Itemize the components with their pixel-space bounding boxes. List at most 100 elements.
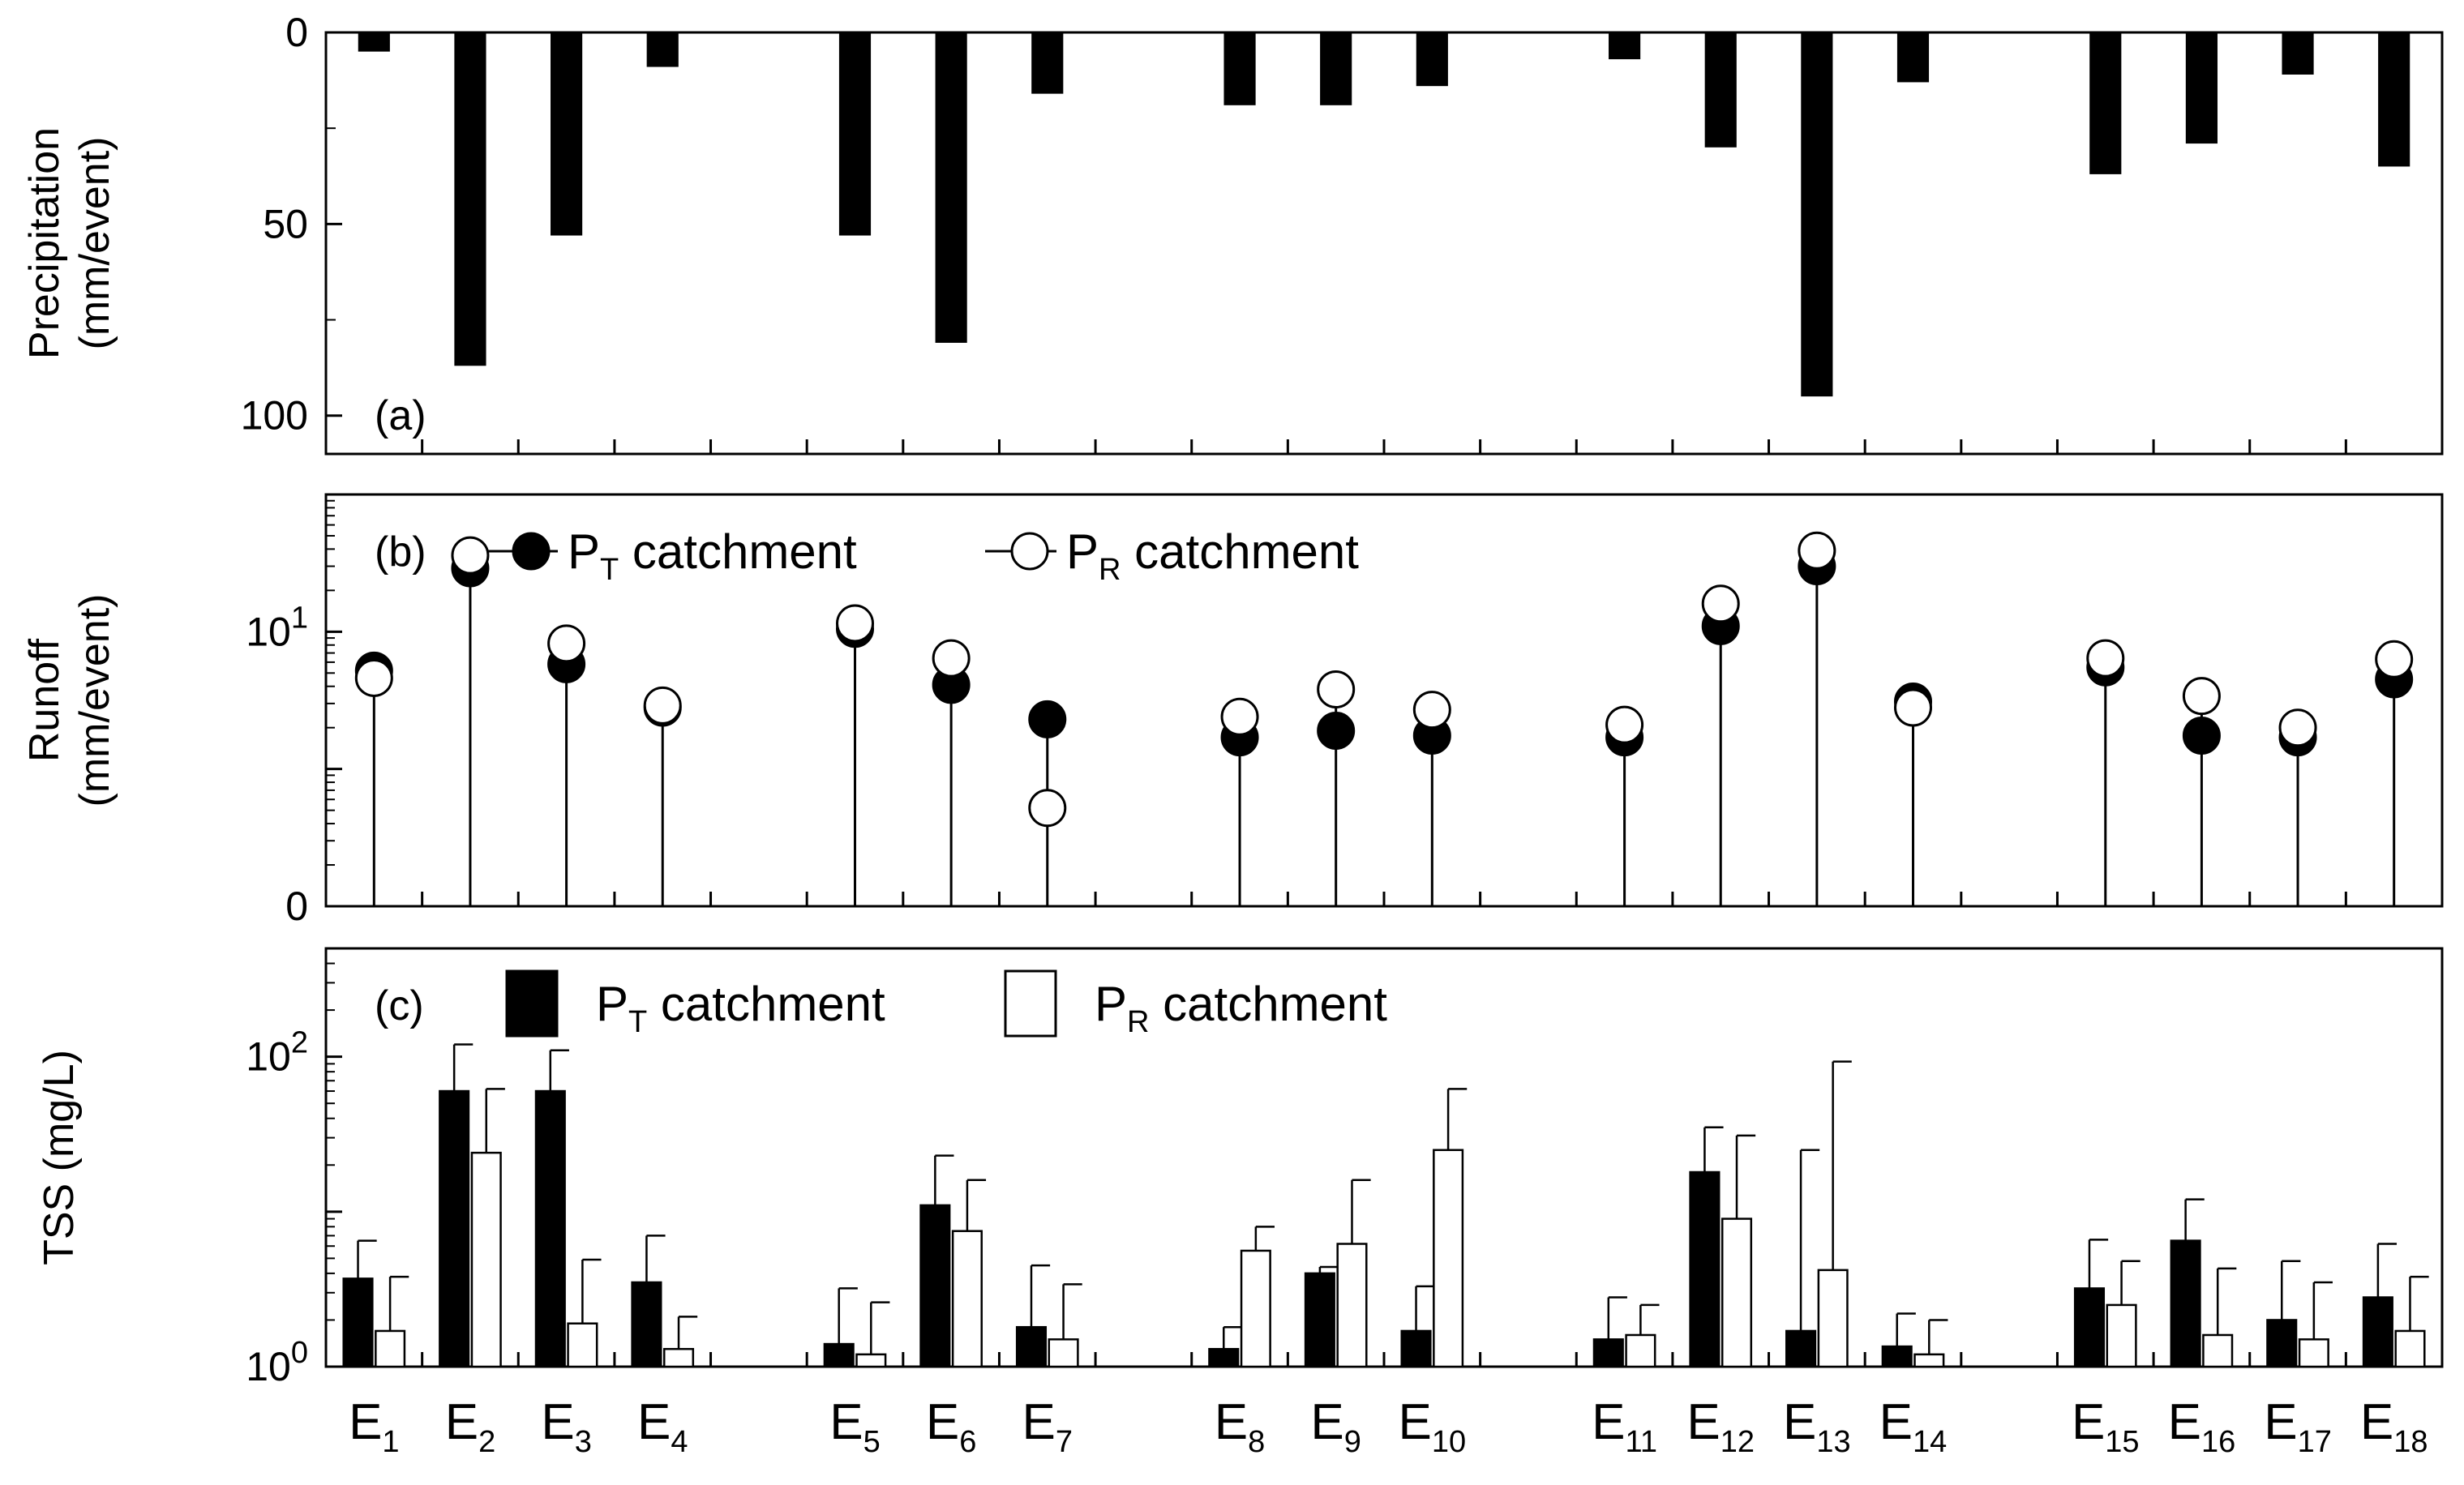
panel-b-y-tick-exp: 1	[291, 601, 308, 635]
panel-c-y-tick-base: 10	[246, 1034, 291, 1080]
runoff-pr-point-E7	[1028, 789, 1067, 828]
precip-bar-E13	[1801, 32, 1833, 397]
runoff-pr-point-E11	[1605, 705, 1644, 744]
runoff-pr-point-E13	[1798, 531, 1836, 570]
panel-b-y-tick-label: 0	[285, 884, 308, 929]
precip-bar-E17	[2282, 32, 2314, 75]
panel-c-ylabel-line1: TSS (mg/L)	[36, 1050, 83, 1265]
tss-bar-pt-E2	[439, 1089, 470, 1368]
x-label-sub: 6	[959, 1425, 976, 1459]
tss-bar-pt-E3	[534, 1089, 566, 1368]
tss-bar-pr-E16	[2202, 1333, 2234, 1368]
legend-base: P	[1095, 977, 1127, 1031]
precip-bar-E7	[1031, 32, 1064, 94]
runoff-pr-point-E12	[1701, 584, 1740, 623]
panel-c-legend-swatch	[505, 969, 559, 1038]
panel-b-y-tick-base: 10	[246, 609, 291, 654]
runoff-pr-point-E5	[836, 604, 874, 643]
x-label-E16: E16	[2168, 1394, 2236, 1459]
tss-bar-pr-E8	[1240, 1249, 1271, 1368]
legend-rest: catchment	[1149, 977, 1387, 1031]
x-label-sub: 8	[1248, 1425, 1265, 1459]
legend-base: P	[568, 524, 600, 579]
x-label-base: E	[1398, 1394, 1431, 1450]
tss-bar-pr-E1	[375, 1329, 406, 1368]
tss-bar-pt-E8	[1208, 1347, 1240, 1368]
precip-bar-E2	[454, 32, 486, 366]
tss-bar-pt-E4	[631, 1281, 662, 1368]
x-label-base: E	[2072, 1394, 2105, 1450]
runoff-pt-point-E16	[2182, 717, 2221, 755]
runoff-pr-point-E18	[2375, 640, 2414, 678]
panel-b-y-tick-base: 0	[285, 884, 308, 929]
precip-bar-E12	[1704, 32, 1737, 148]
tss-bar-pt-E10	[1400, 1329, 1432, 1368]
legend-base: P	[1066, 524, 1099, 579]
x-label-sub: 12	[1721, 1425, 1755, 1459]
x-label-base: E	[541, 1394, 574, 1450]
legend-sub: R	[1099, 553, 1121, 587]
x-label-base: E	[1310, 1394, 1343, 1450]
panel-c-legend-label: PT catchment	[596, 977, 885, 1039]
runoff-pr-point-E15	[2086, 639, 2125, 678]
precip-bar-E11	[1609, 32, 1641, 60]
x-label-base: E	[829, 1394, 863, 1450]
runoff-pr-point-E16	[2182, 677, 2221, 716]
panel-b-ylabel-line2: (mm/event)	[71, 594, 118, 807]
precip-bar-E4	[646, 32, 679, 67]
x-label-sub: 10	[1432, 1425, 1466, 1459]
x-label-E9: E9	[1310, 1394, 1361, 1459]
x-label-E13: E13	[1783, 1394, 1851, 1459]
x-label-base: E	[2264, 1394, 2297, 1450]
x-label-sub: 2	[478, 1425, 495, 1459]
x-label-E8: E8	[1215, 1394, 1266, 1459]
x-label-base: E	[445, 1394, 478, 1450]
panel-b-legend-label: PT catchment	[568, 524, 857, 587]
tss-bar-pr-E10	[1433, 1149, 1464, 1368]
x-label-E1: E1	[349, 1394, 400, 1459]
runoff-pr-point-E17	[2278, 708, 2317, 747]
x-label-base: E	[1592, 1394, 1625, 1450]
tss-bar-pt-E17	[2266, 1319, 2298, 1368]
tss-bar-pt-E7	[1015, 1325, 1048, 1368]
tss-bar-pr-E11	[1625, 1333, 1656, 1368]
panel-c-y-tick-base: 10	[246, 1344, 291, 1389]
panel-c-legend-swatch	[1004, 969, 1057, 1038]
panel-c-y-tick-label: 102	[246, 1026, 308, 1080]
x-label-E15: E15	[2072, 1394, 2140, 1459]
x-label-sub: 9	[1344, 1425, 1361, 1459]
x-label-sub: 11	[1626, 1425, 1657, 1459]
tss-bar-pr-E7	[1048, 1338, 1079, 1368]
panel-c-y-tick-exp: 2	[291, 1026, 308, 1060]
tss-bar-pt-E1	[342, 1277, 374, 1368]
tss-bar-pt-E11	[1592, 1338, 1624, 1368]
x-label-E2: E2	[445, 1394, 496, 1459]
tss-bar-pt-E15	[2073, 1287, 2106, 1368]
tss-bar-pt-E6	[919, 1204, 951, 1368]
tss-bar-pr-E2	[470, 1151, 502, 1368]
precip-bar-E15	[2089, 32, 2122, 174]
x-label-base: E	[2360, 1394, 2393, 1450]
precip-bar-E10	[1416, 32, 1448, 87]
panel-b-legend-label: PR catchment	[1066, 524, 1359, 587]
x-label-base: E	[1686, 1394, 1720, 1450]
panel-a-ylabel-line2: (mm/event)	[71, 137, 118, 350]
tss-bar-pr-E3	[567, 1322, 598, 1368]
panel-c-ylabel: TSS (mg/L)	[36, 1050, 83, 1265]
x-label-E10: E10	[1398, 1394, 1466, 1459]
x-label-sub: 13	[1816, 1425, 1850, 1459]
tss-bar-pr-E4	[662, 1347, 695, 1368]
x-label-sub: 16	[2201, 1425, 2235, 1459]
precip-bar-E8	[1223, 32, 1256, 105]
x-label-E14: E14	[1879, 1394, 1948, 1459]
x-label-sub: 1	[382, 1425, 399, 1459]
x-label-sub: 3	[575, 1425, 592, 1459]
x-label-E7: E7	[1022, 1394, 1073, 1459]
panel-b-legend-marker	[1010, 532, 1049, 571]
tss-bar-pr-E17	[2298, 1338, 2329, 1368]
tss-bar-pt-E14	[1881, 1345, 1913, 1368]
panel-b-ylabel: Runoff(mm/event)	[21, 594, 118, 807]
